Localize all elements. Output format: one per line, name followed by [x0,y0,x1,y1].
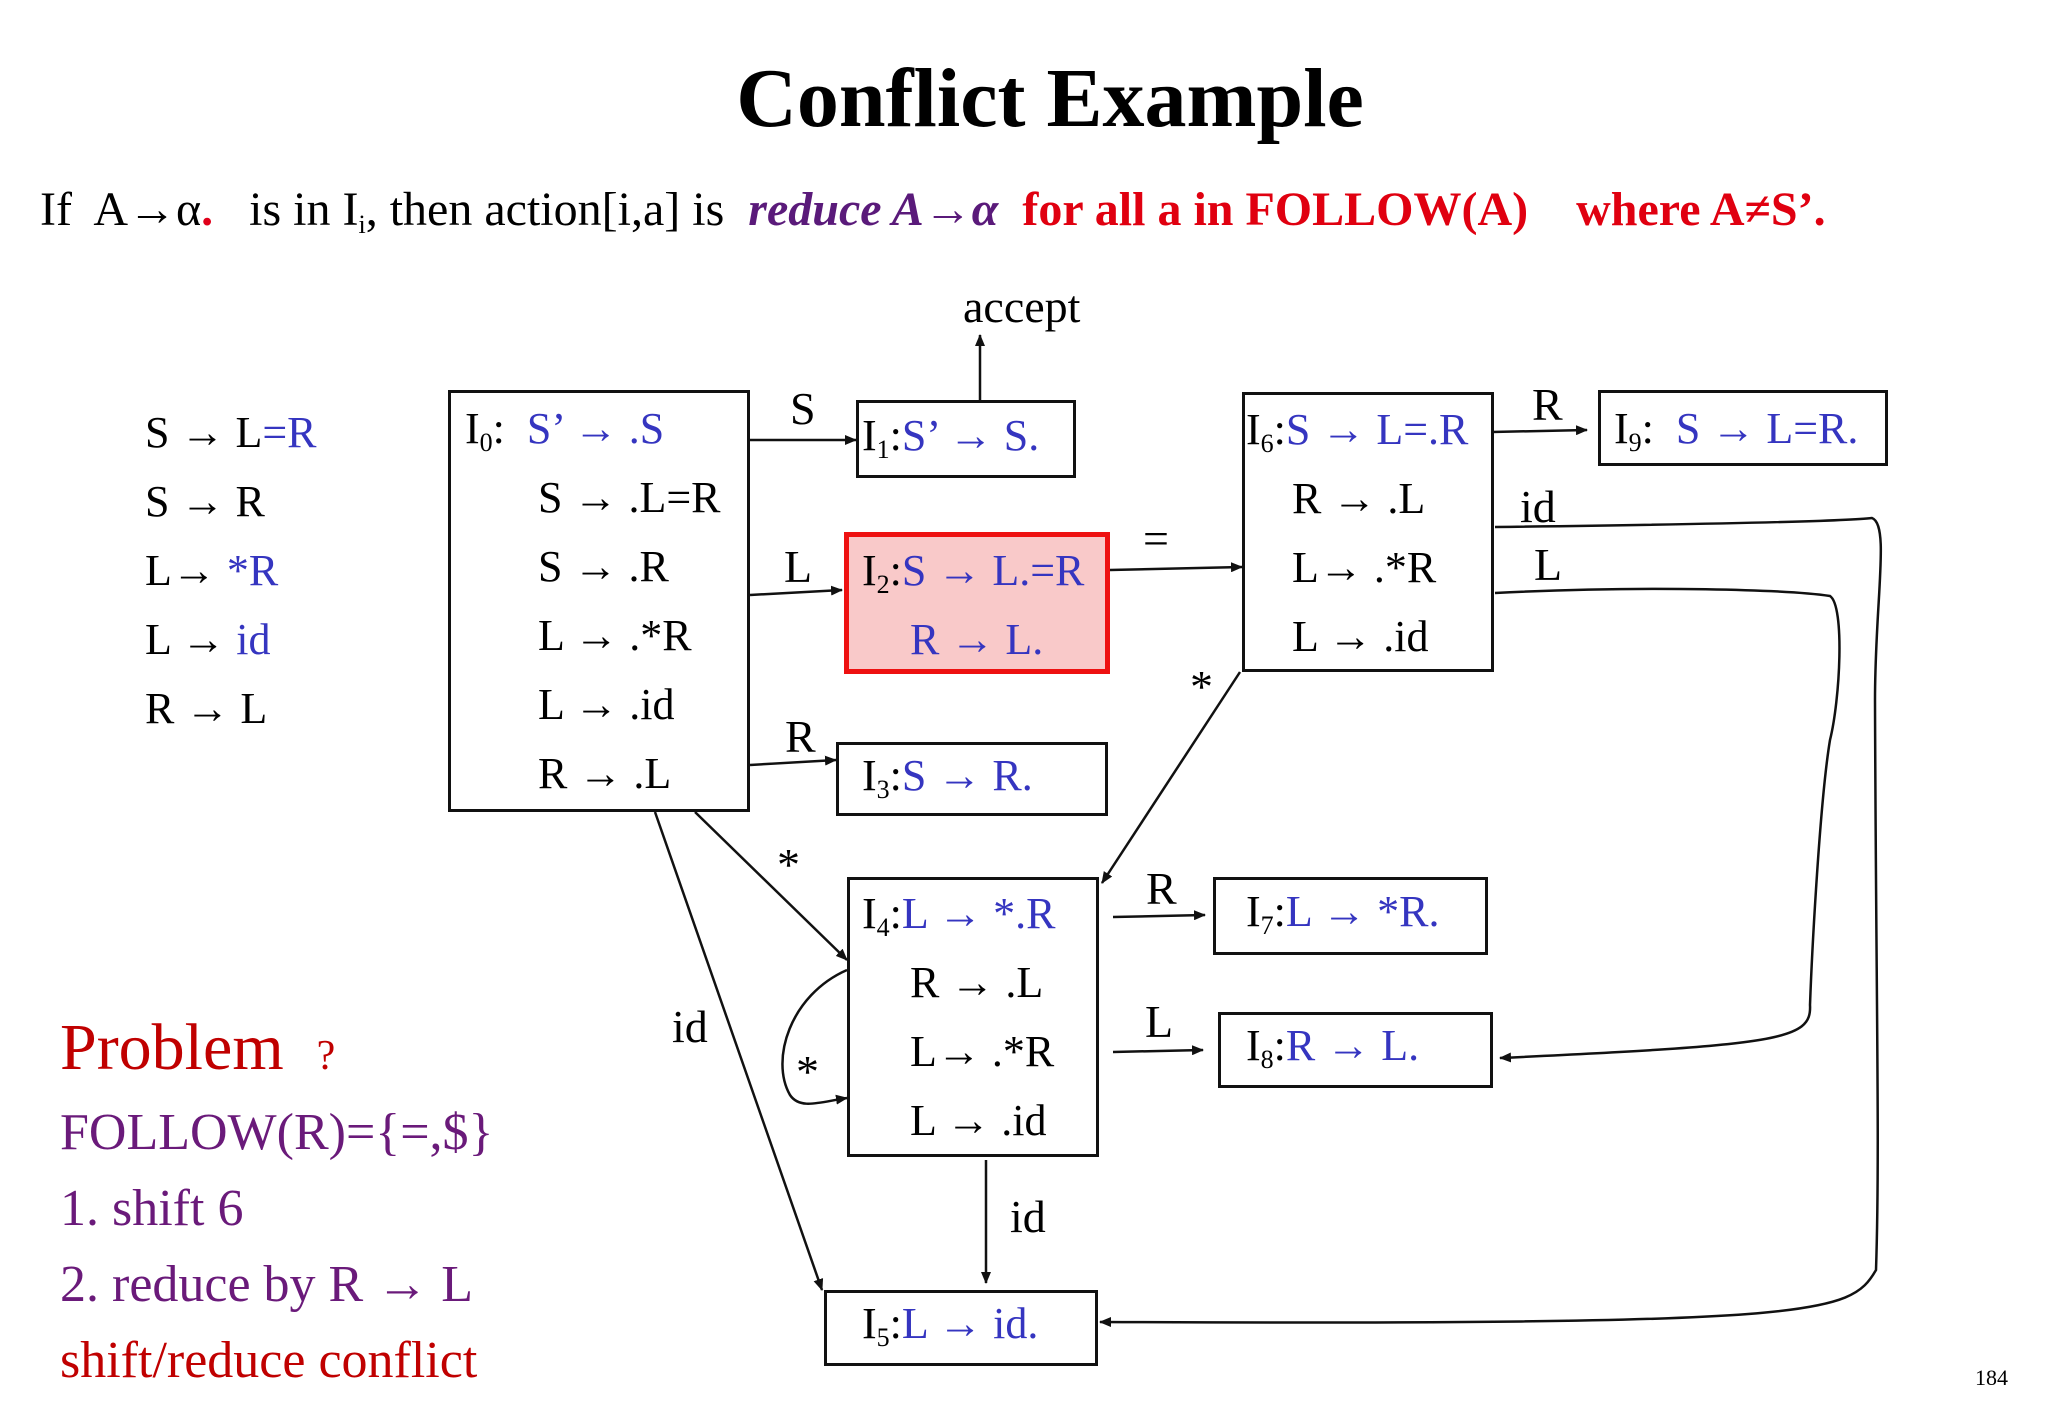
edge-I4-self-loop [781,968,848,1105]
production: S → L=R [145,408,317,457]
edge-label-R: R [785,711,816,762]
edge-label-L: L [1145,996,1174,1047]
edge-I0-I3 [749,755,837,767]
item: L → .id [1292,612,1429,661]
item: R → .L [910,958,1044,1007]
production: S → R [145,477,265,526]
option-reduce: 2. reduce by R → L [60,1256,474,1313]
edge-I2-I6 [1109,562,1243,573]
edge-I0-I2 [749,585,843,597]
edge-label-star: * [777,839,800,890]
item: R → L. [910,615,1044,664]
rule-reduce-action: reduce A→α [748,183,999,236]
edge-I6-I4 [1100,671,1242,884]
state-I5 [824,1290,1098,1366]
state-I9 [1598,390,1888,466]
rule-production: A→α [93,183,202,236]
state-I2-header: I2:S → L.=R [862,546,1085,599]
item: L→ .*R [910,1027,1055,1076]
edge-label-star: * [1190,661,1213,712]
state-I7-header: I7:L → *R. [1246,887,1440,940]
option-shift: 1. shift 6 [60,1180,244,1237]
state-I3-header: I3:S → R. [862,751,1033,804]
item: S → .L=R [538,473,721,522]
state-I0-header: I0: S’ → .S [465,404,665,457]
state-I5-header: I5:L → id. [862,1299,1039,1352]
edge-I0-I5 [653,811,824,1291]
accept-label: accept [963,281,1081,332]
item: R → .L [538,749,672,798]
edge-label-star: * [796,1046,819,1097]
production: R → L [145,684,268,733]
state-I8 [1218,1012,1493,1088]
state-I2-conflict [844,532,1110,674]
state-I1-header: I1:S’ → S. [862,411,1040,464]
rule-subscript: i [358,210,366,239]
state-I1 [856,400,1076,478]
rule-then: , then action[i,a] is [365,183,725,236]
edge-I4-I7 [1112,910,1206,921]
rule-if: If [40,183,72,236]
rule-dot: . [201,183,214,236]
page-number: 184 [1975,1365,2008,1390]
edge-label-R: R [1146,863,1177,914]
edge-I0-I4 [694,811,848,961]
grammar-productions: S → L=R S → R L→ *R L → id R → L [145,398,317,743]
item: R → .L [1292,474,1426,523]
edge-label-id: id [1010,1191,1046,1242]
edge-I4-I8 [1112,1045,1204,1056]
edge-label-id: id [672,1001,708,1052]
state-I4 [847,877,1099,1157]
edge-label-L: L [784,541,813,592]
state-I3 [836,742,1108,816]
item: L → .*R [538,611,692,660]
item: S → .R [538,542,669,591]
state-I4-header: I4:L → *.R [862,889,1056,942]
edge-label-S: S [790,383,816,434]
problem-heading: Problem ? [60,1011,336,1084]
state-I0 [448,390,750,812]
state-I6-header: I6:S → L=.R [1246,405,1469,458]
item: L → .id [910,1096,1047,1145]
reduce-rule: If A→α. is in Ii, then action[i,a] is re… [40,182,1826,240]
state-I9-header: I9: S → L=R. [1614,404,1859,457]
state-I7 [1213,877,1488,955]
production: L→ *R [145,546,279,595]
rule-where: where A≠S’. [1576,183,1826,236]
state-I6 [1242,392,1494,672]
production: L → id [145,615,271,664]
edge-I6-I8 [1494,587,1841,1063]
edge-I6-I9 [1491,425,1588,436]
follow-set: FOLLOW(R)={=,$} [60,1104,494,1161]
edge-label-L: L [1534,539,1563,590]
edge-label-R: R [1532,379,1563,430]
rule-is-in: is in I [249,183,359,236]
edge-label-equals: = [1143,513,1169,564]
edge-label-id: id [1520,481,1556,532]
problem-list: FOLLOW(R)={=,$} 1. shift 6 2. reduce by … [60,1095,494,1399]
rule-for-all: for all a in FOLLOW(A) [1022,183,1529,236]
conflict-conclusion: shift/reduce conflict [60,1332,478,1389]
item: L→ .*R [1292,543,1437,592]
state-I8-header: I8:R → L. [1246,1021,1420,1074]
edge-I6-I5 [1099,516,1883,1328]
item: L → .id [538,680,675,729]
slide-title: Conflict Example [736,52,1364,145]
